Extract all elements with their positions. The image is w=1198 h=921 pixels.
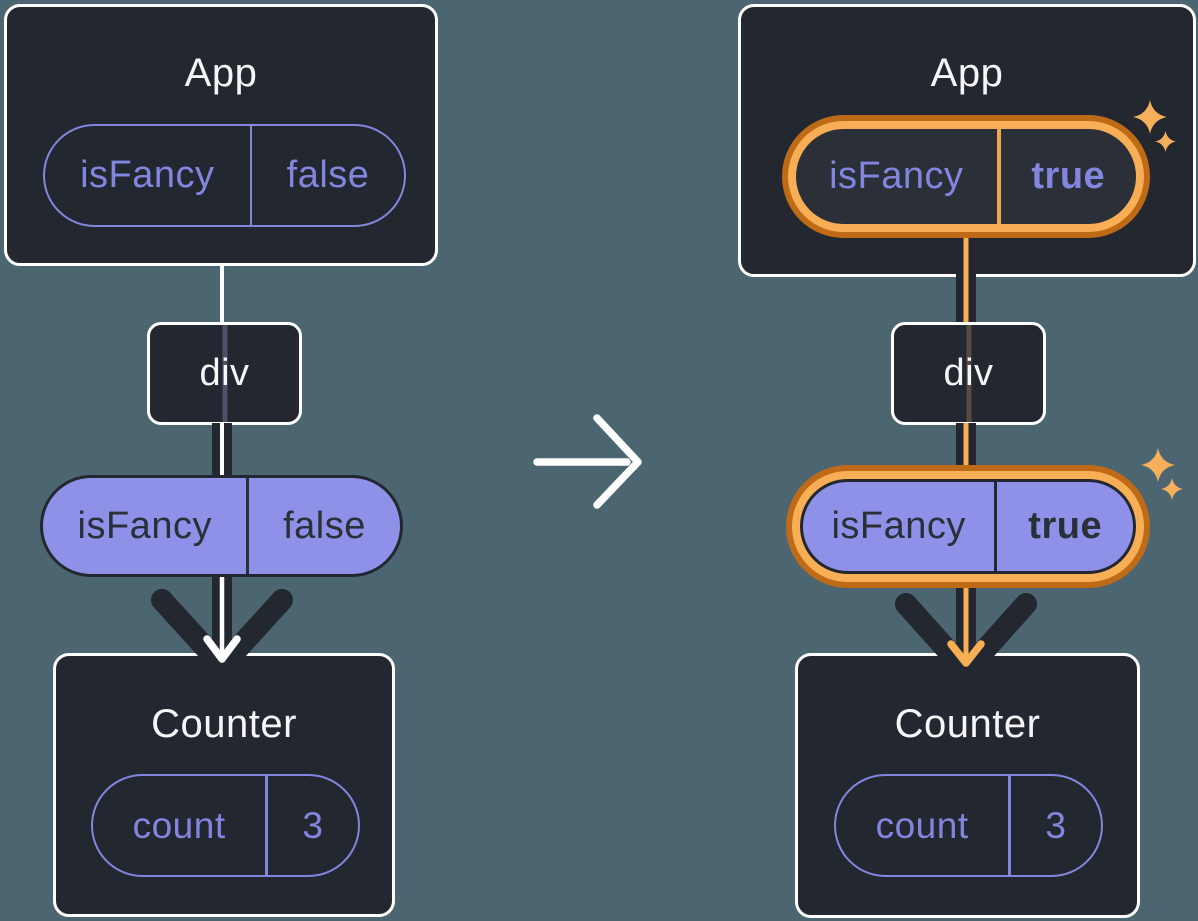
pill-divider xyxy=(265,776,268,875)
counter-state-pill-before: count 3 xyxy=(91,774,360,877)
prop-value: false xyxy=(283,504,366,547)
pill-divider xyxy=(1008,776,1011,875)
prop-name: isFancy xyxy=(77,504,212,547)
sparkle-icon xyxy=(1161,478,1183,500)
connector-core xyxy=(963,234,969,326)
prop-pill-after: isFancy true xyxy=(800,479,1136,574)
prop-flow-arrow-icon-after xyxy=(895,586,1037,682)
state-name: isFancy xyxy=(80,154,215,196)
counter-state-pill-after: count 3 xyxy=(834,774,1103,877)
app-component-card-before: App isFancy false xyxy=(4,4,438,266)
pill-divider xyxy=(246,478,249,574)
prop-pill-after-highlight-ring: isFancy true xyxy=(786,465,1150,588)
prop-pill-before: isFancy false xyxy=(40,475,403,577)
prop-name: isFancy xyxy=(831,505,966,547)
state-name: isFancy xyxy=(829,155,964,197)
component-title: App xyxy=(184,51,258,95)
sparkle-icon xyxy=(1155,131,1176,152)
state-value: false xyxy=(286,154,370,196)
state-pill-before: isFancy false xyxy=(43,124,406,227)
connector-app-div-before xyxy=(220,263,224,325)
div-node-card-after: div xyxy=(891,322,1046,425)
connector-core xyxy=(220,423,224,478)
div-label: div xyxy=(943,352,994,394)
pill-divider xyxy=(249,126,253,225)
component-title: Counter xyxy=(151,702,297,746)
counter-component-card-after: Counter count 3 xyxy=(795,653,1140,918)
pass-through-stripe xyxy=(966,325,971,422)
connector-app-div-after xyxy=(956,234,976,326)
connector-div-prop-before xyxy=(212,423,232,478)
div-node-card-before: div xyxy=(147,322,302,425)
prop-flow-arrow-icon-before xyxy=(151,577,293,677)
component-title: App xyxy=(930,51,1004,95)
prop-value: true xyxy=(1028,505,1103,547)
div-label: div xyxy=(199,352,250,394)
state-value: 3 xyxy=(1045,804,1067,846)
transition-right-arrow-icon xyxy=(533,414,642,509)
component-title: Counter xyxy=(894,702,1041,746)
sparkle-icon xyxy=(1133,100,1167,134)
state-value: 3 xyxy=(302,804,324,846)
state-value: true xyxy=(1031,155,1106,197)
pass-through-stripe xyxy=(222,325,227,422)
state-name: count xyxy=(132,804,226,846)
counter-component-card-before: Counter count 3 xyxy=(53,653,395,917)
state-pill-after-highlight-ring: isFancy true xyxy=(782,115,1150,238)
sparkle-icon xyxy=(1141,448,1175,482)
state-pill-after: isFancy true xyxy=(796,129,1136,224)
pill-divider xyxy=(996,129,1001,224)
connector-core xyxy=(963,423,969,478)
pill-divider xyxy=(994,482,998,571)
state-name: count xyxy=(875,804,969,846)
